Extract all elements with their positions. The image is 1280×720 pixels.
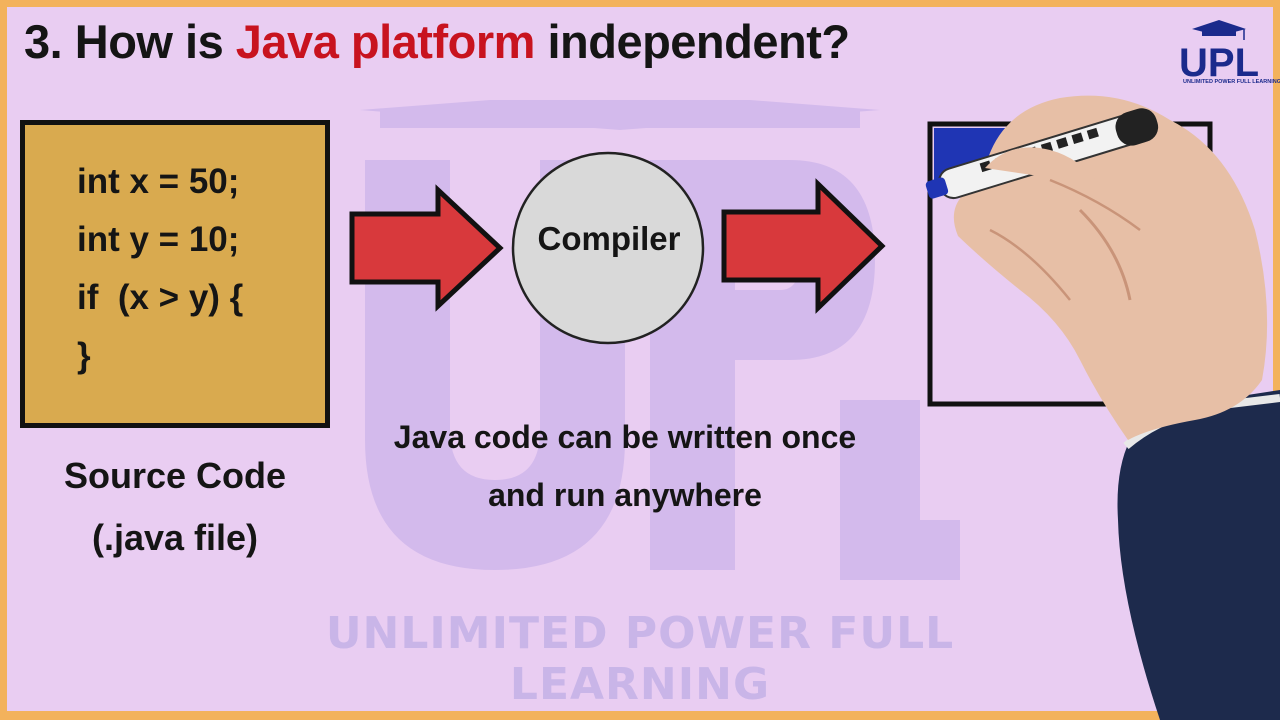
code-line: int x = 50;: [77, 162, 240, 201]
page-title: 3. How is Java platform independent?: [24, 14, 850, 69]
source-code-caption: Source Code (.java file): [20, 445, 330, 569]
title-highlight: Java platform: [235, 15, 536, 68]
graduation-cap-icon: [1192, 20, 1246, 40]
motto-text: Java code can be written once and run an…: [340, 408, 910, 524]
watermark-tagline: UNLIMITED POWER FULL LEARNING: [325, 608, 955, 710]
upl-logo: UPL: [1179, 20, 1259, 85]
compiler-circle: [511, 151, 705, 345]
code-line: }: [77, 336, 91, 375]
caption-line: Source Code: [63, 455, 287, 496]
right-arrow-icon: [721, 178, 886, 314]
logo-letters: UPL: [1179, 41, 1259, 85]
compiler-label: Compiler: [537, 220, 681, 257]
right-arrow-icon: [349, 184, 504, 312]
caption-line: (.java file): [91, 517, 259, 558]
code-lines: int x = 50; int y = 10; if (x > y) { }: [77, 153, 243, 385]
code-line: int y = 10;: [77, 220, 240, 259]
title-prefix: 3. How is: [24, 15, 236, 68]
title-suffix: independent?: [534, 15, 850, 68]
hand-with-marker-icon: [925, 95, 1280, 720]
source-code-box: int x = 50; int y = 10; if (x > y) { }: [20, 120, 330, 428]
motto-line: and run anywhere: [488, 477, 762, 513]
motto-line: Java code can be written once: [393, 419, 857, 455]
logo-tagline: UNLIMITED POWER FULL LEARNING: [1183, 79, 1280, 85]
code-line: if (x > y) {: [77, 278, 244, 317]
